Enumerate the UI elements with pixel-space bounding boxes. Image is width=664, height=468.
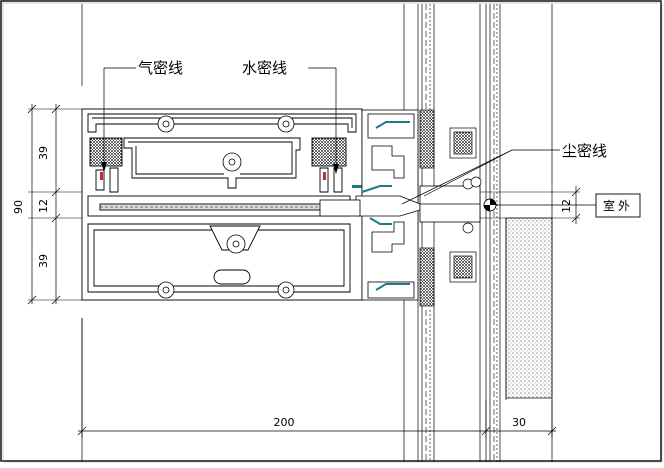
leader-lines xyxy=(103,67,560,205)
aluminum-frame-profile xyxy=(81,108,363,301)
dim-upper-height: 39 xyxy=(37,146,50,160)
insulation-strips xyxy=(419,109,477,307)
backer-rods xyxy=(462,176,482,234)
left-dimension-chain xyxy=(27,104,61,305)
water-seal-label: 水密线 xyxy=(242,59,287,77)
exterior-label-box xyxy=(595,193,641,218)
screw-ports xyxy=(157,115,295,299)
dim-width-side: 30 xyxy=(512,416,526,429)
pressure-plate-profile xyxy=(319,109,481,301)
gaskets xyxy=(361,121,410,291)
glass-panes xyxy=(425,4,498,462)
exterior-label: 室外 xyxy=(603,198,633,213)
masonry-block xyxy=(505,217,553,399)
gas-seal-label: 气密线 xyxy=(138,59,183,77)
dim-lower-height: 39 xyxy=(37,254,50,268)
dim-width-main: 200 xyxy=(274,416,295,429)
dim-right-gap: 12 xyxy=(560,199,573,213)
dim-total-height: 90 xyxy=(12,200,25,214)
dim-middle-height: 12 xyxy=(37,199,50,213)
bottom-dimension-chain xyxy=(77,318,557,438)
leader-arrows xyxy=(101,162,339,174)
axis-marker xyxy=(483,198,497,212)
dust-seal-label: 尘密线 xyxy=(562,142,607,160)
